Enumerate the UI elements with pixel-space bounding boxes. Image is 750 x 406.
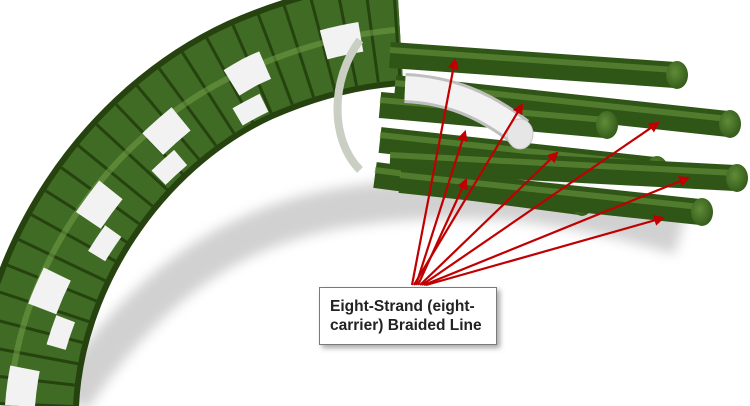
arrow-3 bbox=[414, 129, 468, 286]
strand-white bbox=[404, 73, 534, 150]
arrow-7 bbox=[423, 176, 691, 287]
arrow-6 bbox=[421, 121, 660, 286]
white-strand-braid bbox=[5, 17, 402, 406]
label-text: Eight-Strand (eight-carrier) Braided Lin… bbox=[330, 298, 482, 334]
strand-5 bbox=[389, 147, 748, 192]
arrow-4 bbox=[416, 177, 468, 286]
label-callout-box: Eight-Strand (eight-carrier) Braided Lin… bbox=[319, 287, 497, 345]
indicator-arrows bbox=[410, 57, 691, 287]
arrow-8 bbox=[425, 215, 666, 287]
arrow-1 bbox=[410, 57, 459, 286]
binding-band bbox=[333, 37, 364, 173]
arrow-5 bbox=[419, 151, 559, 286]
braided-rope-body bbox=[0, 0, 404, 406]
loose-strands bbox=[373, 42, 748, 226]
strand-1 bbox=[389, 42, 688, 89]
